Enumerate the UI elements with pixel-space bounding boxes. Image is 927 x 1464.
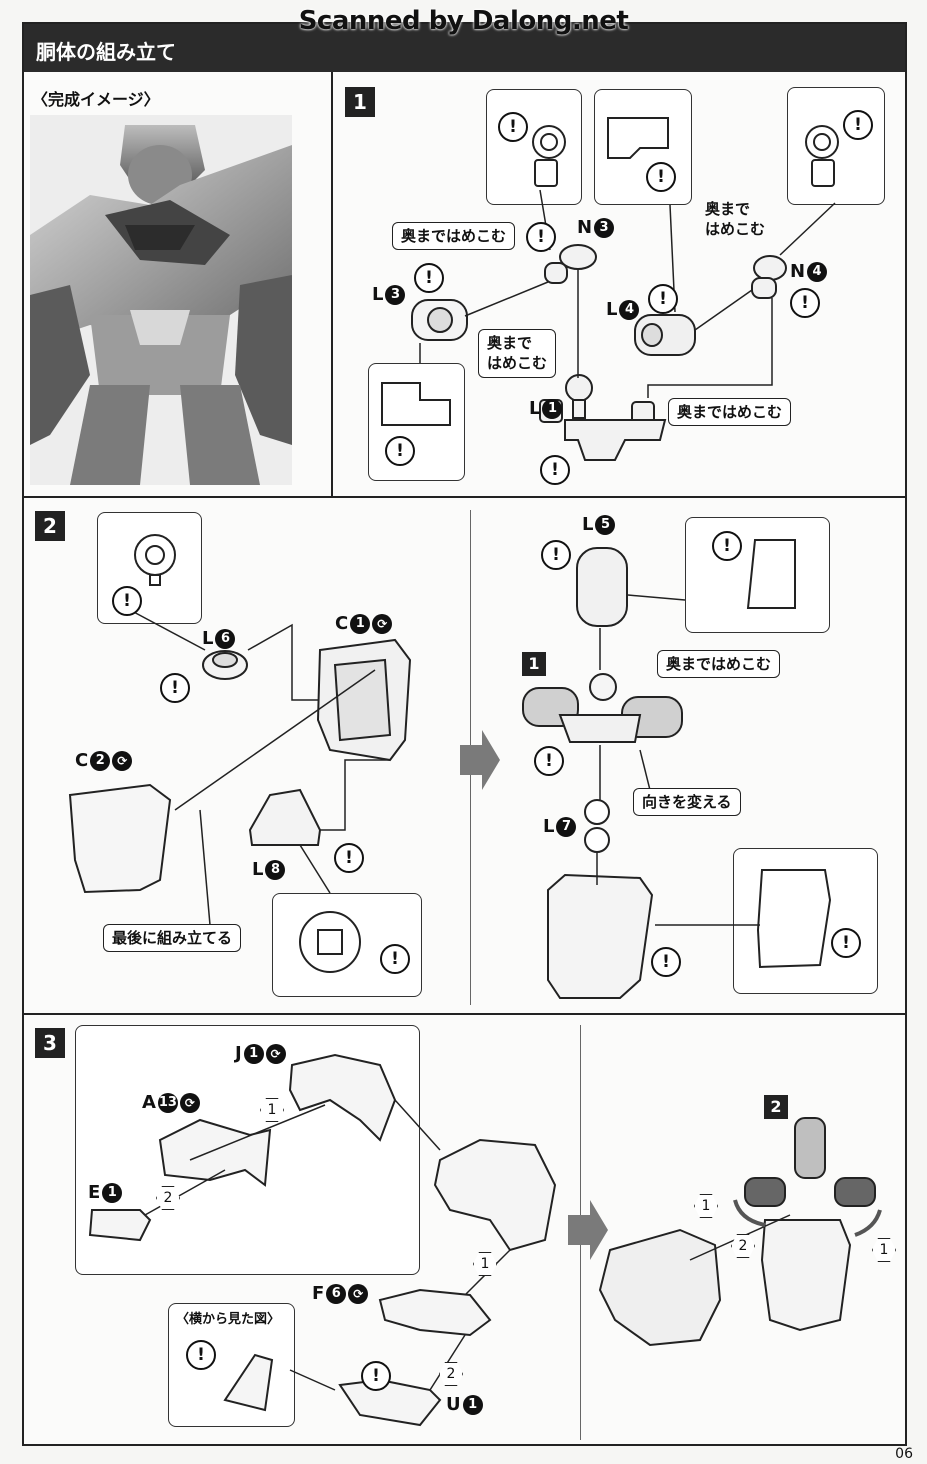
warning-icon: ! [843,110,873,140]
step1-callout-c: 奥まで はめこむ [705,200,766,239]
warning-icon: ! [651,947,681,977]
section-title: 胴体の組み立て [36,40,176,64]
callout-assemble-last: 最後に組み立てる [103,924,242,953]
gate-icon: ⟳ [348,1284,369,1304]
l3-part [411,299,468,341]
warning-icon: ! [160,673,190,703]
callout-insert-fully: 奥まではめこむ [657,650,781,679]
step1-callout-a: 奥まではめこむ [392,222,516,251]
order-marker-1: 1 [473,1252,497,1276]
order-marker-1: 1 [872,1238,896,1262]
order-marker-1: 1 [694,1194,718,1218]
step-3-badge: 3 [35,1028,65,1058]
finished-robot-photo [30,115,292,485]
watermark: Scanned by Dalong.net [298,6,629,36]
order-marker-1: 1 [260,1098,284,1122]
step1-inset-n4-detail [787,87,885,205]
warning-icon: ! [790,288,820,318]
warning-icon: ! [541,540,571,570]
warning-icon: ! [712,531,742,561]
divider-vertical-top [331,72,333,497]
gate-icon: ⟳ [112,751,133,771]
warning-icon: ! [526,222,556,252]
n3-detail-part [532,125,566,187]
warning-icon: ! [646,162,676,192]
warning-icon: ! [534,746,564,776]
warning-icon: ! [380,944,410,974]
warning-icon: ! [540,455,570,485]
warning-icon: ! [186,1340,216,1370]
step-2-badge: 2 [35,511,65,541]
l3-detail-part [381,382,451,426]
step1-callout-b: 奥まで はめこむ [478,329,557,378]
warning-icon: ! [648,284,678,314]
order-marker-2: 2 [156,1186,180,1210]
warning-icon: ! [334,843,364,873]
warning-icon: ! [112,586,142,616]
n4-detail-part [805,125,839,187]
order-marker-2: 2 [731,1234,755,1258]
section-header: 胴体の組み立て [24,24,905,72]
n4-part [751,255,787,299]
order-marker-2: 2 [439,1362,463,1386]
gate-icon: ⟳ [372,614,393,634]
gate-icon: ⟳ [265,1044,286,1064]
side-view-label: 〈横から見た図〉 [176,1312,281,1327]
divider-h2 [24,1013,905,1015]
l4-part [634,314,696,356]
sub-assembly-1-badge: 1 [522,652,546,676]
l4-detail-part [607,117,669,159]
n3-part [544,244,597,284]
warning-icon: ! [831,928,861,958]
warning-icon: ! [498,112,528,142]
callout-change-direction: 向きを変える [633,788,741,817]
page-number: 06 [895,1446,913,1462]
gate-icon: ⟳ [179,1093,200,1113]
warning-icon: ! [385,436,415,466]
warning-icon: ! [361,1361,391,1391]
step1-callout-d: 奥まではめこむ [668,398,792,427]
finished-image-label: 〈完成イメージ〉 [32,90,160,109]
divider-h1 [24,496,905,498]
warning-icon: ! [414,263,444,293]
sub-assembly-2-badge: 2 [764,1095,788,1119]
step-1-badge: 1 [345,87,375,117]
